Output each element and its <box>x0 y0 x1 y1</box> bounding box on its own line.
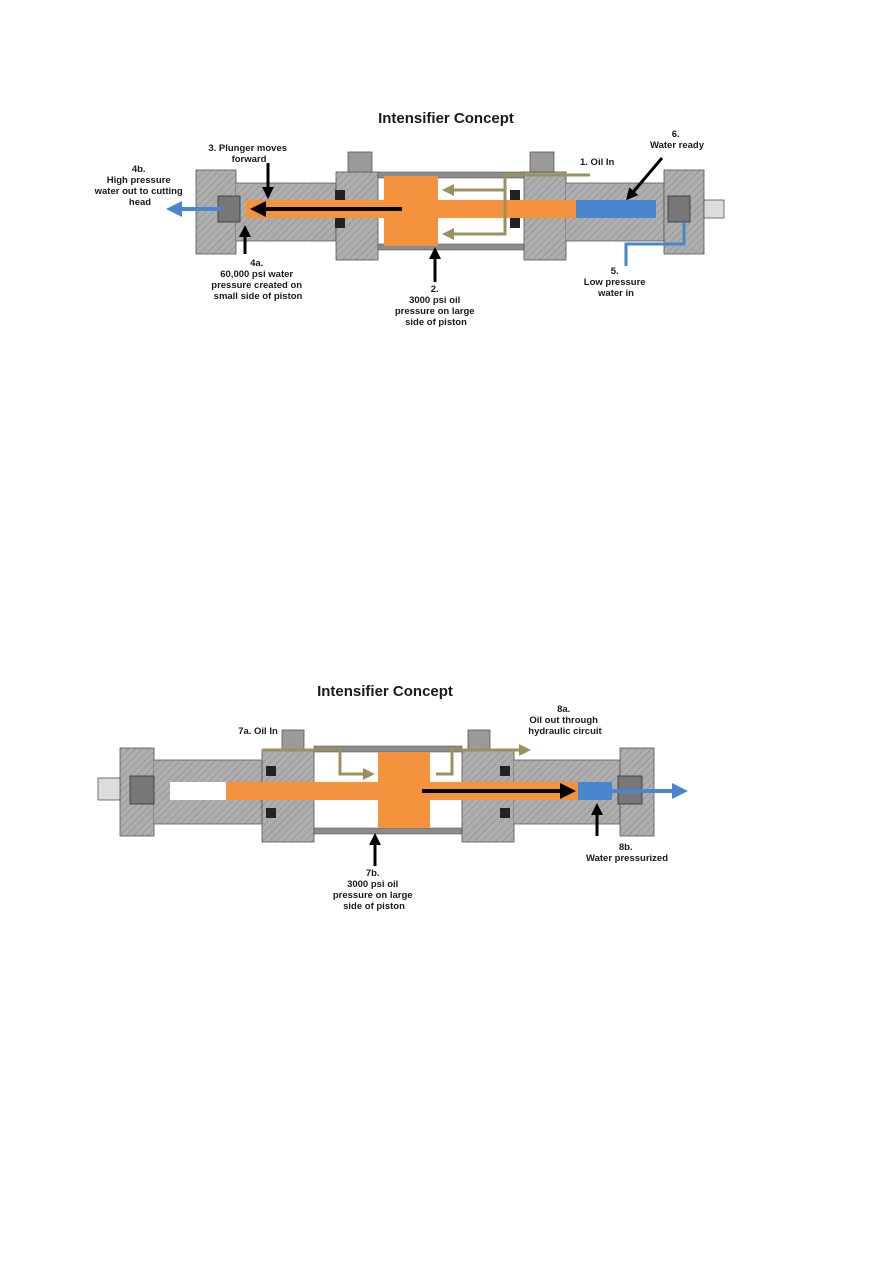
plunger-1 <box>246 200 576 218</box>
diagram-1-title: Intensifier Concept <box>378 110 514 127</box>
diagram-2-title: Intensifier Concept <box>317 683 453 700</box>
water-chamber-2 <box>578 782 612 800</box>
arrow-6 <box>626 157 664 201</box>
label-7a: 7a. Oil In <box>238 726 278 737</box>
label-3: 3. Plunger moves forward <box>208 143 289 165</box>
oil-out-arrow <box>436 744 531 776</box>
water-chamber-1 <box>576 200 656 218</box>
diagram-1: Intensifier Concept <box>94 110 725 328</box>
oil-in-arrow-upper <box>442 173 590 196</box>
plunger-2 <box>226 782 578 800</box>
low-pressure-water-in-line <box>624 222 686 266</box>
label-2: 2. 3000 psi oil pressure on large side o… <box>395 284 477 328</box>
label-4a: 4a. 60,000 psi water pressure created on… <box>211 258 304 302</box>
label-4b: 4b. High pressure water out to cutting h… <box>94 164 186 208</box>
oil-in-arrow-lower <box>442 190 507 240</box>
label-1-oil-in: 1. Oil In <box>580 157 615 168</box>
diagram-2: Intensifier Concept <box>97 683 688 912</box>
oil-in-arrow-2 <box>262 748 375 780</box>
label-8b: 8b. Water pressurized <box>586 842 668 864</box>
label-5: 5. Low pressure water in <box>584 266 648 299</box>
label-6: 6. Water ready <box>650 129 705 151</box>
label-8a: 8a. Oil out through hydraulic circuit <box>528 704 602 737</box>
label-7b: 7b. 3000 psi oil pressure on large side … <box>333 868 415 912</box>
